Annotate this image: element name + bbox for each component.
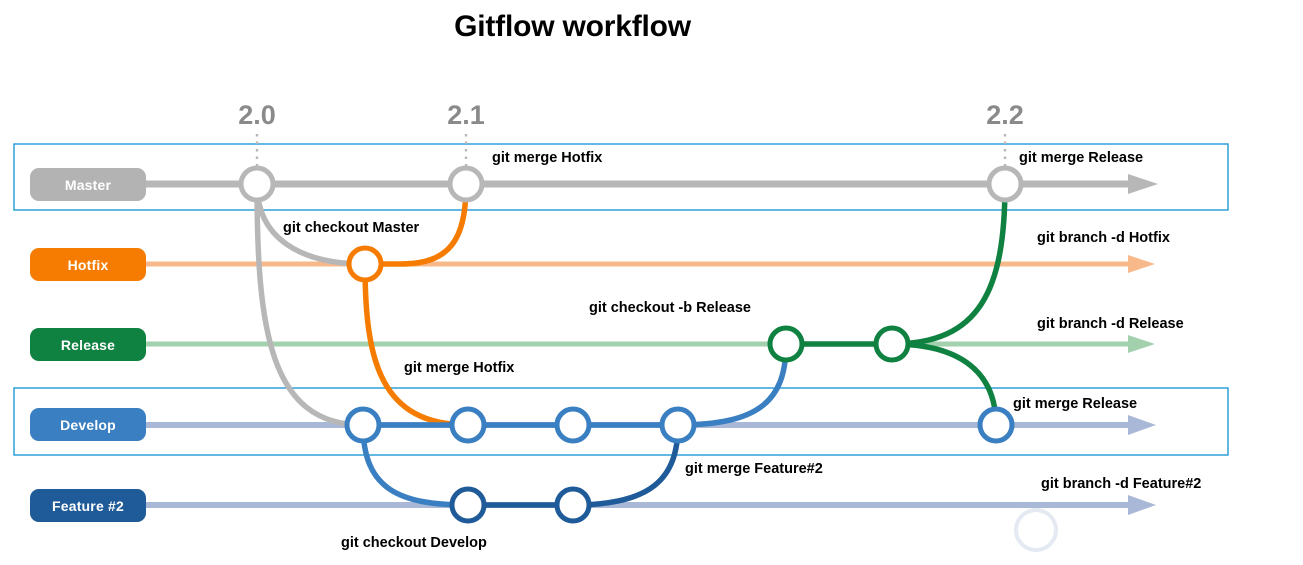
master-highlight-box xyxy=(13,143,1229,211)
commit-node-feature2-2[interactable] xyxy=(554,486,592,524)
commit-node-master-2-1[interactable] xyxy=(447,165,485,203)
version-tag-2-0: 2.0 xyxy=(238,100,276,130)
commit-node-develop-5[interactable] xyxy=(977,406,1015,444)
branch-label-hotfix[interactable]: Hotfix xyxy=(30,248,146,281)
edge-feature2-merge-to-develop xyxy=(570,422,681,508)
cmd-checkout-b-release: git checkout -b Release xyxy=(589,300,751,316)
branch-label-master[interactable]: Master xyxy=(30,168,146,201)
cmd-develop-merge-hotfix: git merge Hotfix xyxy=(404,360,515,376)
edge-release-merge-to-master xyxy=(889,181,1008,347)
cmd-checkout-master: git checkout Master xyxy=(283,220,420,236)
commit-node-develop-1[interactable] xyxy=(344,406,382,444)
cmd-master-merge-release: git merge Release xyxy=(1019,150,1144,166)
version-connectors xyxy=(255,134,1007,170)
cmd-branch-d-hotfix: git branch -d Hotfix xyxy=(1037,230,1170,246)
master-track xyxy=(146,174,1158,194)
commit-node-master-2-2[interactable] xyxy=(986,165,1024,203)
commit-node-release-2[interactable] xyxy=(873,325,911,363)
commit-node-release-1[interactable] xyxy=(767,325,805,363)
version-tag-2-2: 2.2 xyxy=(986,100,1024,130)
edge-master-to-develop-branch xyxy=(254,181,366,428)
commit-node-master-2-0[interactable] xyxy=(238,165,276,203)
edge-hotfix-merge-to-master xyxy=(362,181,469,267)
cmd-checkout-develop: git checkout Develop xyxy=(341,535,487,551)
edge-hotfix-merge-to-develop xyxy=(362,261,471,428)
page-title: Gitflow workflow xyxy=(454,10,691,43)
commit-node-develop-2[interactable] xyxy=(449,406,487,444)
ghost-circle-artifact xyxy=(1014,508,1058,552)
commit-node-develop-4[interactable] xyxy=(659,406,697,444)
cmd-develop-merge-release: git merge Release xyxy=(1013,396,1138,412)
cmd-branch-d-release: git branch -d Release xyxy=(1037,316,1184,332)
cmd-branch-d-feature2: git branch -d Feature#2 xyxy=(1041,476,1202,492)
cmd-master-merge-hotfix: git merge Hotfix xyxy=(492,150,603,166)
release-track xyxy=(146,335,1155,353)
version-tag-2-1: 2.1 xyxy=(447,100,485,130)
edge-develop-to-feature2 xyxy=(360,422,471,508)
cmd-merge-feature2: git merge Feature#2 xyxy=(685,461,823,477)
branch-label-feature2[interactable]: Feature #2 xyxy=(30,489,146,522)
develop-highlight-box xyxy=(13,387,1229,456)
feature-track xyxy=(146,495,1156,515)
commit-node-feature2-1[interactable] xyxy=(449,486,487,524)
hotfix-track xyxy=(146,255,1155,273)
commit-node-develop-3[interactable] xyxy=(554,406,592,444)
edge-release-merge-to-develop xyxy=(889,341,999,428)
branch-label-release[interactable]: Release xyxy=(30,328,146,361)
commit-node-hotfix-1[interactable] xyxy=(346,245,384,283)
branch-label-develop[interactable]: Develop xyxy=(30,408,146,441)
edge-develop-to-release xyxy=(675,341,789,428)
